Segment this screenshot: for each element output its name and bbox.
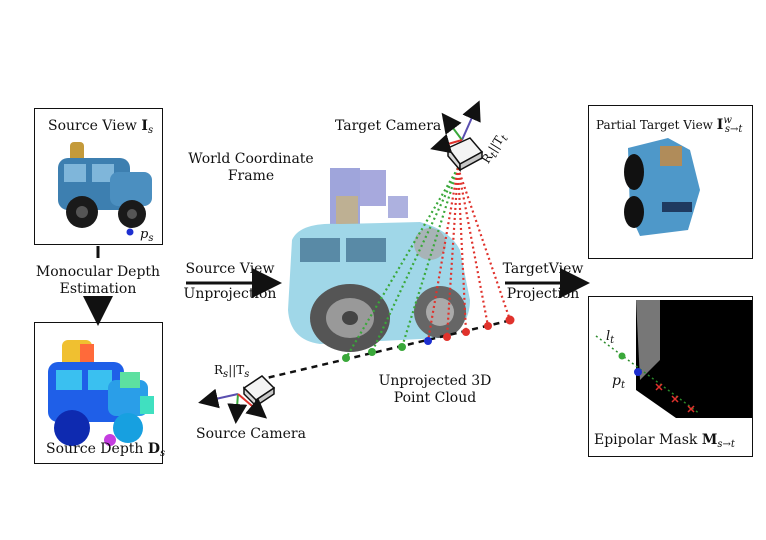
- tower-pointcloud: [330, 168, 408, 224]
- partial-target-label: Partial Target View Iws→t: [596, 115, 743, 135]
- pt-label: pt: [612, 373, 625, 391]
- target-camera-icon: [430, 100, 484, 173]
- source-camera-label: Source Camera: [196, 426, 306, 442]
- point-ps-label: ps: [140, 227, 154, 244]
- monocular-depth-label: Monocular Depth Estimation: [35, 264, 161, 297]
- partial-target-image: [624, 138, 700, 236]
- point-ps-marker: [126, 228, 134, 236]
- source-unprojection-label: Source View Unprojection: [183, 261, 277, 302]
- epipolar-mask-image: [595, 300, 752, 418]
- source-pose-label: Rs||Ts: [214, 363, 250, 380]
- epipolar-points: [342, 315, 515, 362]
- pointcloud-label: Unprojected 3D Point Cloud: [378, 373, 492, 406]
- source-vehicle-image: [58, 142, 152, 236]
- source-camera-icon: [198, 375, 276, 424]
- source-view-label: Source View Is: [48, 118, 154, 136]
- target-projection-label: TargetView Projection: [502, 261, 584, 302]
- vehicle-pointcloud: [288, 222, 470, 352]
- source-depth-image: [48, 340, 154, 446]
- epipolar-mask-label: Epipolar Mask Ms→t: [594, 432, 735, 450]
- world-frame-label: World Coordinate Frame: [188, 151, 314, 184]
- source-depth-label: Source Depth Ds: [46, 441, 166, 459]
- target-rays: [345, 167, 512, 359]
- lt-label: lt: [606, 329, 615, 346]
- target-camera-label: Target Camera: [335, 118, 442, 134]
